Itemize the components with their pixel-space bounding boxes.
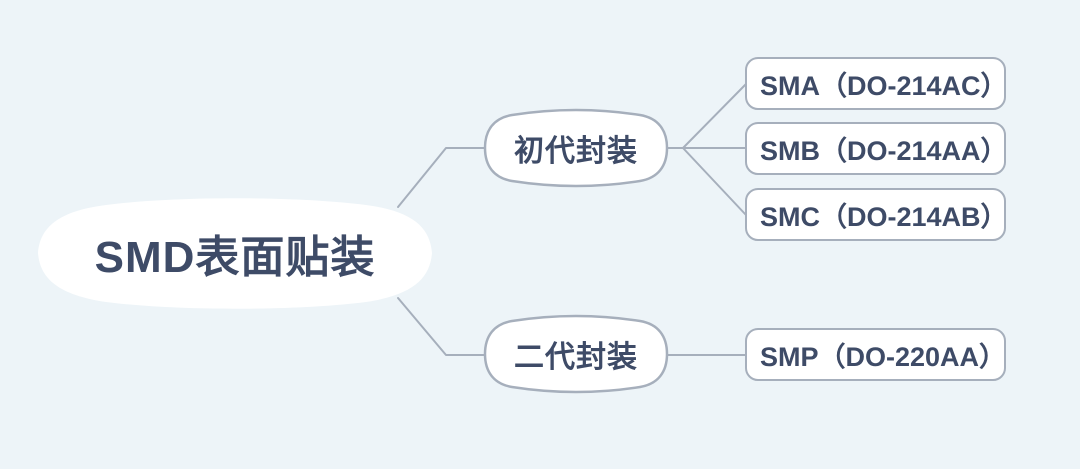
connector-branch1-to-leaf1 xyxy=(682,83,747,149)
leaf-node-sma[interactable]: SMA（DO-214AC） xyxy=(745,57,1008,110)
root-node-shape[interactable] xyxy=(38,198,432,309)
branch-node-shape-gen1[interactable] xyxy=(483,108,669,188)
connector-root-to-branch1 xyxy=(397,147,485,208)
leaf-node-smp-label: SMP（DO-220AA） xyxy=(760,342,1007,372)
leaf-node-smp[interactable]: SMP（DO-220AA） xyxy=(745,328,1006,381)
leaf-node-smb-label: SMB（DO-214AA） xyxy=(760,136,1008,166)
leaf-node-smb[interactable]: SMB（DO-214AA） xyxy=(745,122,1008,175)
leaf-node-smc[interactable]: SMC（DO-214AB） xyxy=(745,188,1008,241)
connector-root-to-branch2 xyxy=(397,297,485,356)
leaf-node-smc-label: SMC（DO-214AB） xyxy=(760,202,1008,232)
branch-node-shape-gen2[interactable] xyxy=(483,314,669,394)
leaf-node-sma-label: SMA（DO-214AC） xyxy=(760,71,1008,101)
connector-branch1-to-leaf3 xyxy=(682,147,747,216)
